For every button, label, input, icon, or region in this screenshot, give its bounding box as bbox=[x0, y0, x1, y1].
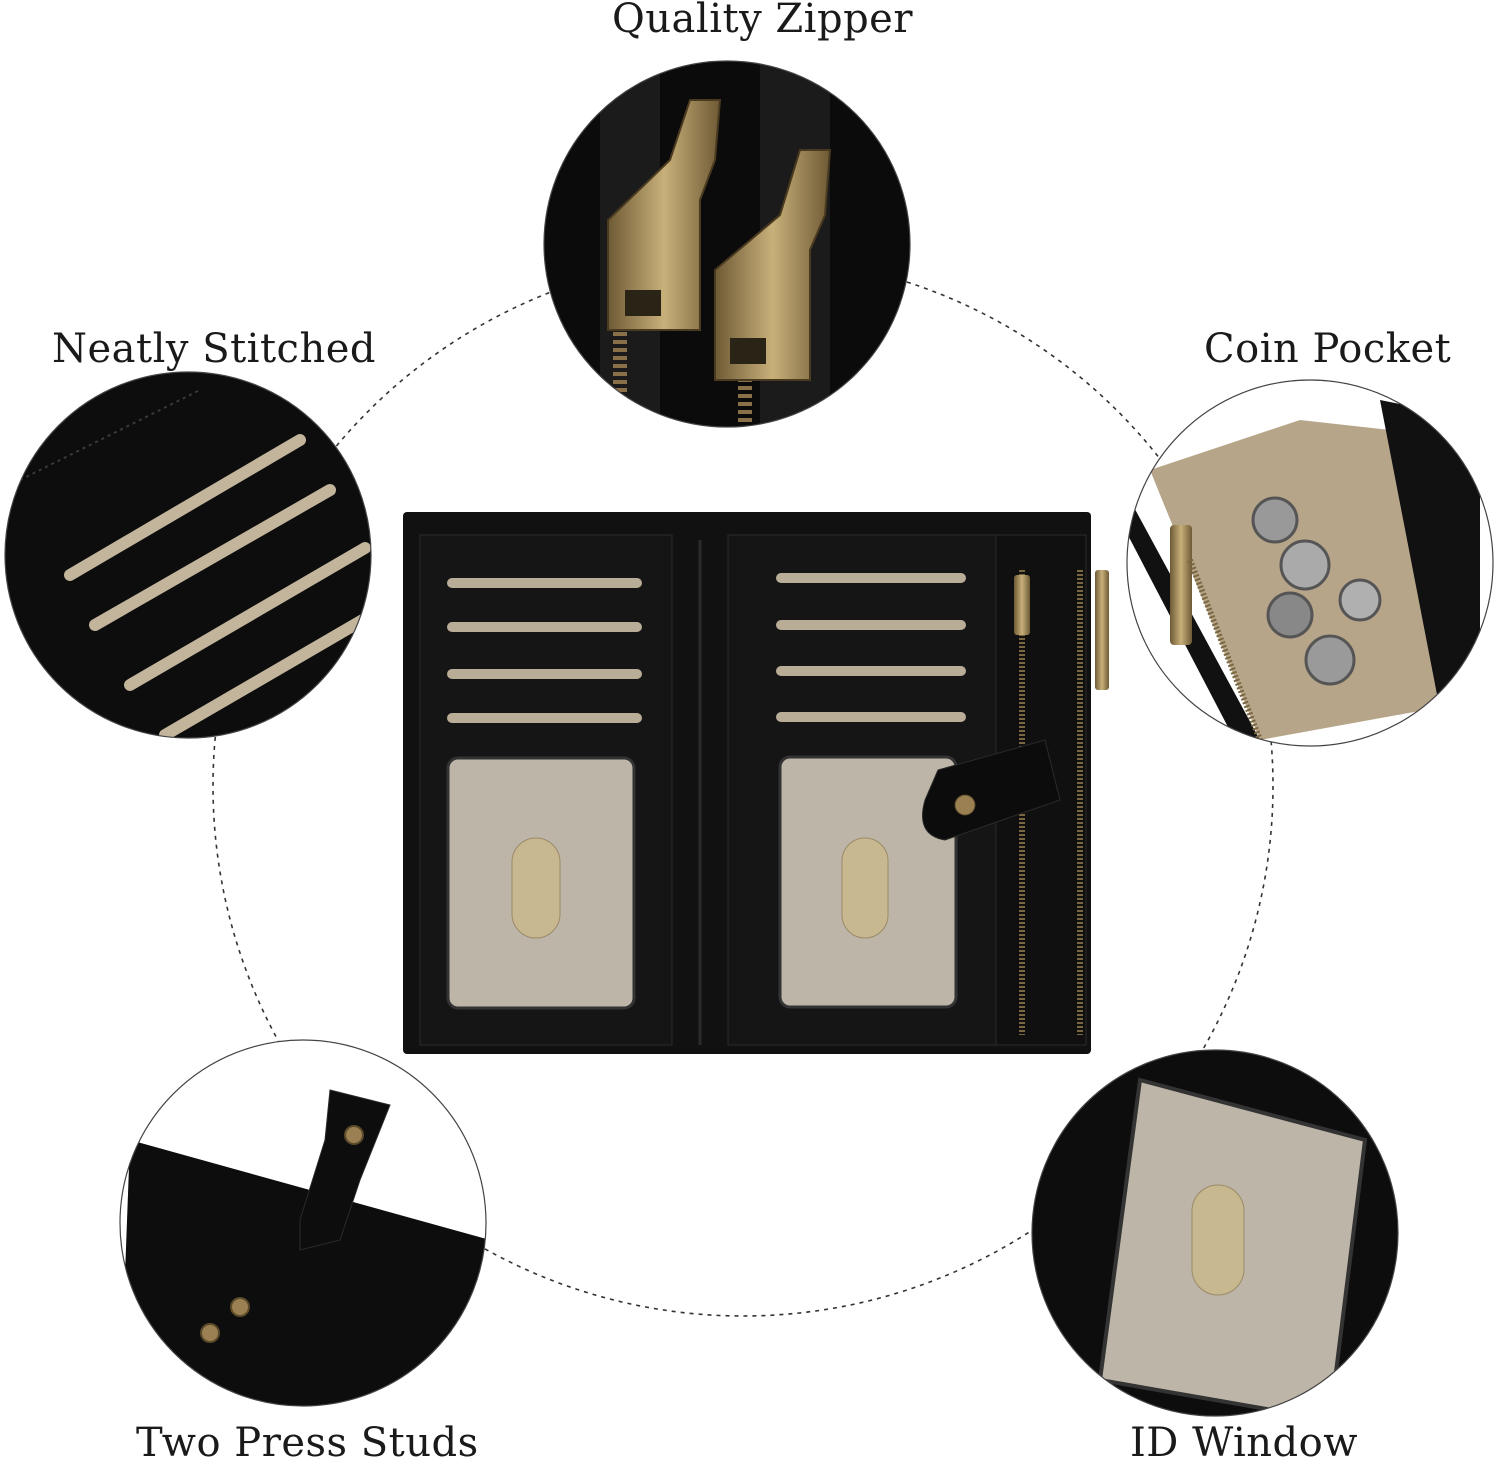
press-studs-detail-image bbox=[119, 1039, 487, 1407]
label-quality-zipper: Quality Zipper bbox=[612, 0, 913, 42]
wallet-main-image bbox=[403, 512, 1109, 1054]
coin-pocket-detail-image bbox=[1126, 379, 1494, 747]
label-neatly-stitched: Neatly Stitched bbox=[52, 326, 376, 372]
label-coin-pocket: Coin Pocket bbox=[1204, 326, 1452, 372]
dashed-guide-circle bbox=[212, 255, 1274, 1317]
stitched-detail-image bbox=[4, 371, 372, 739]
label-id-window: ID Window bbox=[1130, 1420, 1358, 1466]
zipper-detail-image bbox=[543, 60, 911, 428]
label-two-press-studs: Two Press Studs bbox=[136, 1420, 479, 1466]
id-window-detail-image bbox=[1031, 1049, 1399, 1417]
